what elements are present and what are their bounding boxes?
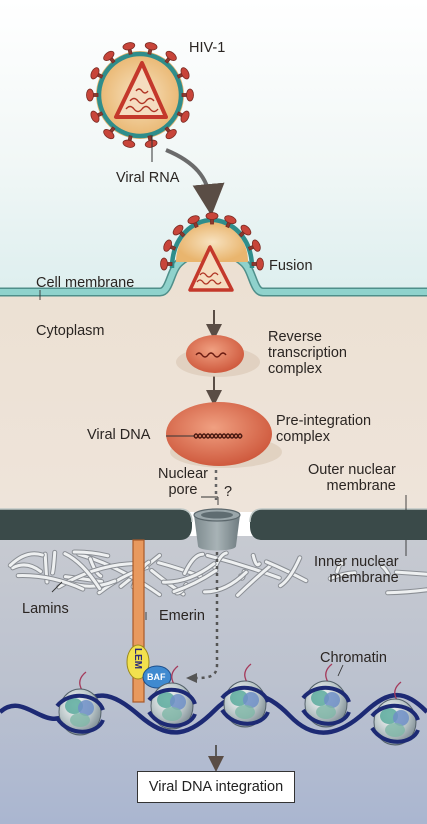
hiv-label: HIV-1: [189, 40, 226, 56]
dashed-arrowhead: [186, 673, 197, 683]
fusion-virion: [160, 212, 264, 292]
lem-label: LEM: [132, 648, 143, 670]
outer-membrane-label: Outer nuclear membrane: [308, 462, 396, 494]
baf-protein: [142, 665, 172, 689]
chromatin-label: Chromatin: [320, 650, 387, 666]
integration-box: Viral DNA integration: [137, 771, 295, 803]
viral-dna-label: Viral DNA: [87, 427, 151, 443]
nuclear-pore-label: Nuclear pore: [158, 466, 208, 498]
leader-lines: [39, 290, 407, 677]
pre-integration-complex: [166, 402, 282, 468]
entry-arrow: [165, 148, 225, 216]
lamins-label: Lamins: [22, 601, 69, 617]
question-mark: ?: [224, 484, 233, 500]
fusion-label: Fusion: [269, 258, 313, 274]
reverse-transcription-complex: [176, 335, 260, 377]
dashed-path-lower: [195, 552, 219, 680]
viral-rna-label: Viral RNA: [116, 170, 180, 186]
nuclear-envelope: [0, 508, 427, 540]
integration-label: Viral DNA integration: [148, 779, 284, 795]
lem-domain: [126, 644, 150, 680]
emerin-label: Emerin: [159, 608, 205, 624]
baf-label: BAF: [147, 672, 166, 682]
rtc-label: Reverse transcription complex: [268, 329, 347, 377]
inner-membrane-label: Inner nuclear membrane: [314, 554, 399, 586]
pic-label: Pre-integration complex: [276, 413, 372, 445]
cytoplasm-label: Cytoplasm: [36, 323, 105, 339]
chromatin: [0, 663, 427, 746]
cell-membrane-label: Cell membrane: [36, 275, 135, 291]
hiv-virion: [86, 42, 194, 162]
emerin-protein: [132, 539, 145, 703]
nuclear-pore: [193, 508, 241, 551]
